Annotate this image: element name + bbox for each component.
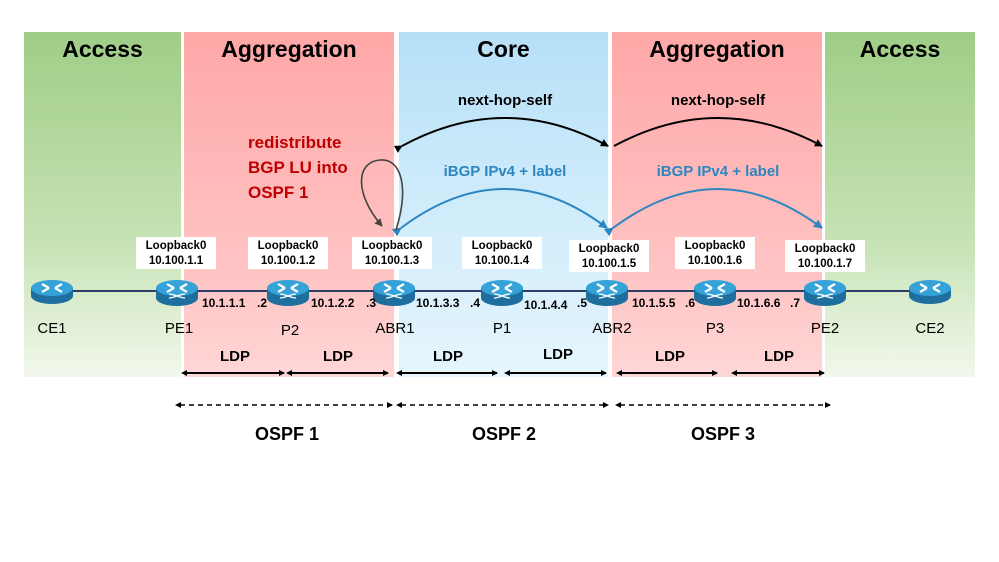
ldp-label-5: LDP	[655, 348, 685, 365]
zone-access-left: Access	[24, 32, 181, 377]
ldp-label-1: LDP	[220, 348, 250, 365]
router-icon-ce1	[29, 278, 75, 306]
zone-title-aggregation-left: Aggregation	[221, 36, 357, 62]
router-name-p3: P3	[705, 320, 725, 337]
loopback-ip: 10.100.1.2	[260, 255, 316, 267]
loopback-label: Loopback0	[145, 240, 207, 252]
zone-title-access-right: Access	[859, 36, 941, 62]
redistribute-line-1: redistribute	[248, 133, 342, 152]
ldp-label-4: LDP	[543, 346, 573, 363]
router-name-p2: P2	[280, 322, 300, 339]
link-ip-left: 10.1.4.4	[524, 298, 568, 312]
router-name-abr1: ABR1	[375, 320, 415, 337]
loopback-ip: 10.100.1.7	[797, 258, 853, 270]
link-ip-left: 10.1.6.6	[737, 296, 781, 310]
link-ip-right: .6	[685, 296, 696, 310]
ldp-label-2: LDP	[323, 348, 353, 365]
ospf-label-3: OSPF 3	[690, 424, 756, 444]
link-ip-right: .7	[790, 296, 801, 310]
ibgp-arc-core	[391, 188, 608, 237]
next-hop-self-arc-agg	[613, 117, 823, 147]
loopback-box-abr1: Loopback0 10.100.1.3	[352, 237, 432, 269]
link-ip-right: .2	[257, 296, 268, 310]
router-name-ce1: CE1	[37, 320, 67, 337]
loopback-ip: 10.100.1.6	[687, 255, 743, 267]
router-name-pe1: PE1	[164, 320, 194, 337]
loopback-ip: 10.100.1.3	[364, 255, 420, 267]
router-icon-ce2	[907, 278, 953, 306]
link-ip-right: .4	[470, 296, 481, 310]
loopback-ip: 10.100.1.1	[148, 255, 204, 267]
router-icon-pe2	[802, 278, 848, 308]
router-icon-p1	[479, 278, 525, 308]
ibgp-label-agg: iBGP IPv4 + label	[656, 163, 780, 180]
router-icon-abr1	[371, 278, 417, 308]
redistribute-line-2: BGP LU into	[248, 158, 348, 177]
redistribute-annotation: redistribute BGP LU into OSPF 1	[248, 130, 348, 205]
redistribute-loop-arrow	[360, 159, 404, 231]
link-ip-left: 10.1.5.5	[632, 296, 676, 310]
ospf-label-2: OSPF 2	[471, 424, 537, 444]
ibgp-label-core: iBGP IPv4 + label	[443, 163, 567, 180]
loopback-box-p3: Loopback0 10.100.1.6	[675, 237, 755, 269]
router-icon-abr2	[584, 278, 630, 308]
zone-aggregation-left: Aggregation	[184, 32, 394, 377]
router-name-abr2: ABR2	[592, 320, 632, 337]
router-name-p1: P1	[492, 320, 512, 337]
ldp-label-3: LDP	[433, 348, 463, 365]
loopback-label: Loopback0	[471, 240, 533, 252]
loopback-box-pe1: Loopback0 10.100.1.1	[136, 237, 216, 269]
loopback-label: Loopback0	[257, 240, 319, 252]
zone-access-right: Access	[825, 32, 975, 377]
next-hop-self-label-agg: next-hop-self	[670, 92, 766, 109]
zone-aggregation-right: Aggregation	[612, 32, 822, 377]
link-ip-right: .5	[577, 296, 588, 310]
redistribute-line-3: OSPF 1	[248, 183, 309, 202]
loopback-box-pe2: Loopback0 10.100.1.7	[785, 240, 865, 272]
loopback-box-p1: Loopback0 10.100.1.4	[462, 237, 542, 269]
ldp-label-6: LDP	[764, 348, 794, 365]
next-hop-self-label-core: next-hop-self	[457, 92, 553, 109]
zone-title-access-left: Access	[62, 36, 143, 62]
link-ip-left: 10.1.2.2	[311, 296, 355, 310]
link-ip-left: 10.1.1.1	[202, 296, 246, 310]
loopback-ip: 10.100.1.5	[581, 258, 637, 270]
router-icon-p3	[692, 278, 738, 308]
zone-core: Core	[399, 32, 608, 377]
loopback-label: Loopback0	[578, 243, 640, 255]
router-icon-p2	[265, 278, 311, 308]
zone-title-aggregation-right: Aggregation	[649, 36, 785, 62]
router-name-pe2: PE2	[810, 320, 840, 337]
link-ip-right: .3	[366, 296, 377, 310]
loopback-box-p2: Loopback0 10.100.1.2	[248, 237, 328, 269]
loopback-label: Loopback0	[684, 240, 746, 252]
loopback-box-abr2: Loopback0 10.100.1.5	[569, 240, 649, 272]
loopback-ip: 10.100.1.4	[474, 255, 530, 267]
loopback-label: Loopback0	[361, 240, 423, 252]
next-hop-self-arc-core	[393, 117, 609, 153]
ospf-label-1: OSPF 1	[254, 424, 320, 444]
zone-title-core: Core	[477, 36, 530, 62]
router-icon-pe1	[154, 278, 200, 308]
link-ip-left: 10.1.3.3	[416, 296, 460, 310]
loopback-label: Loopback0	[794, 243, 856, 255]
ibgp-arc-agg	[603, 188, 823, 237]
router-name-ce2: CE2	[915, 320, 945, 337]
